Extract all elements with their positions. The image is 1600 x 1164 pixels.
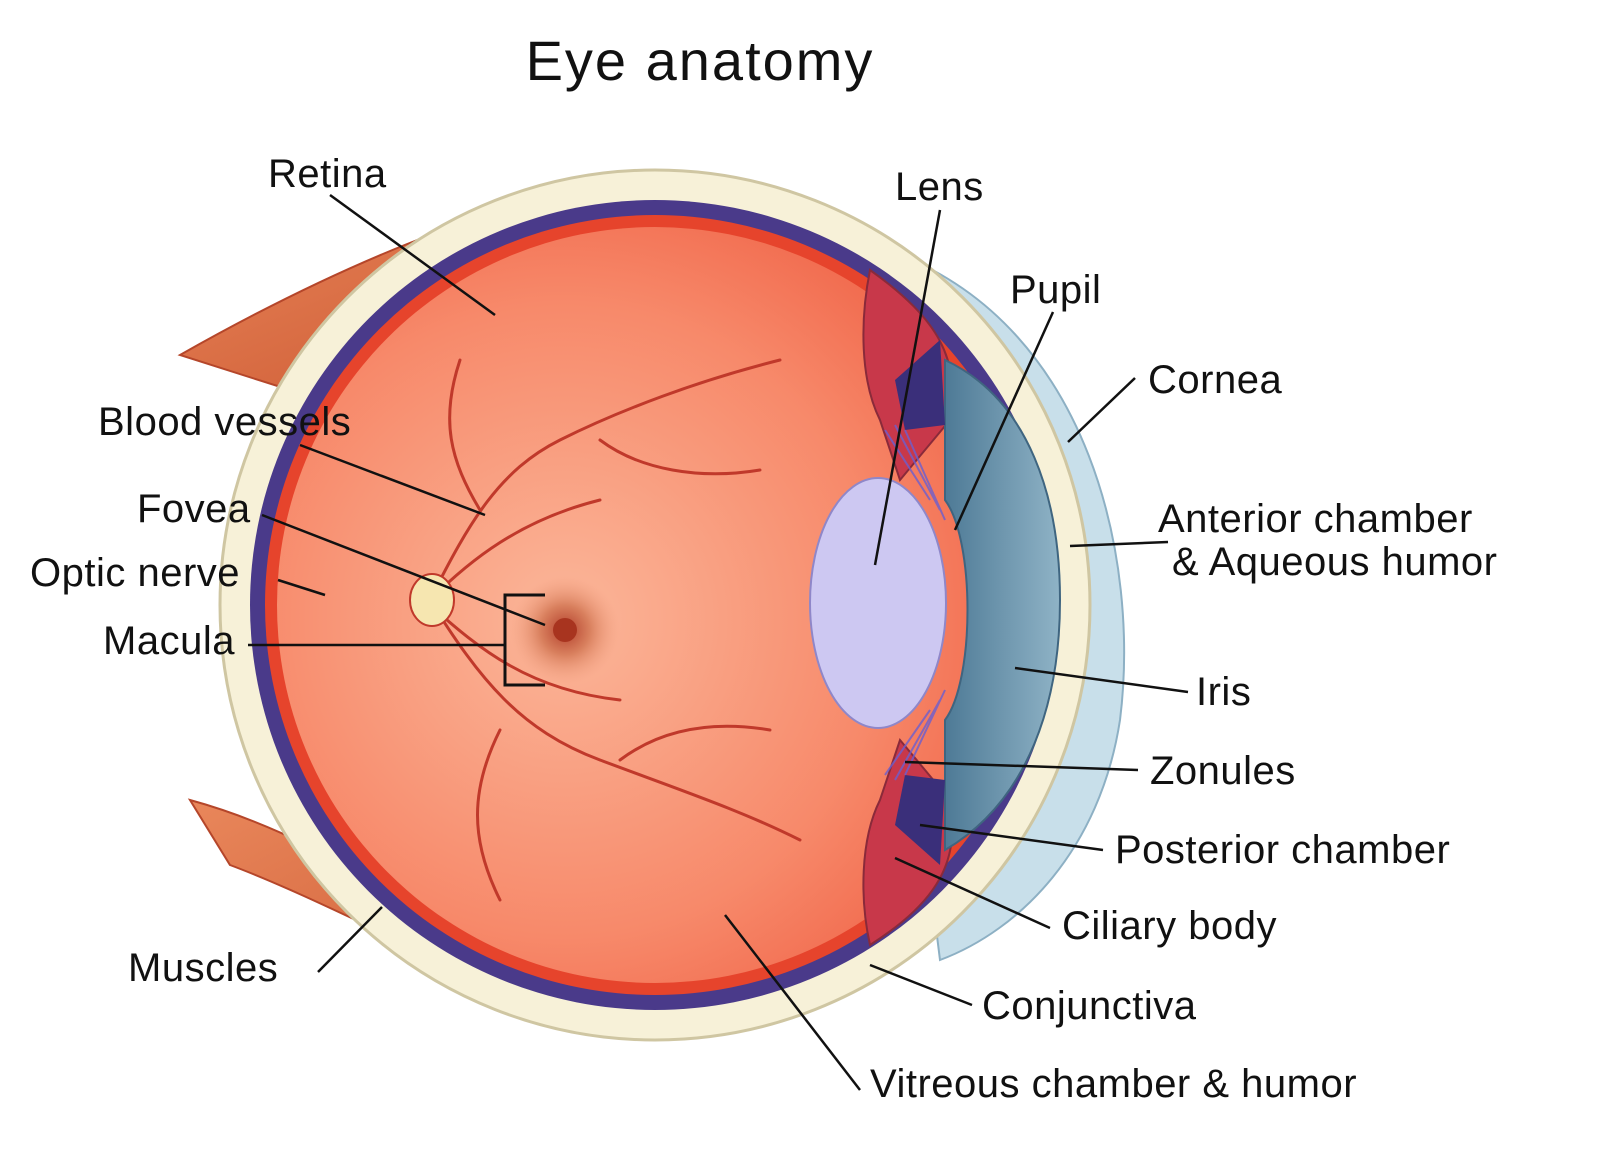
diagram-title: Eye anatomy xyxy=(0,28,1400,93)
label-macula: Macula xyxy=(103,619,235,663)
label-ciliary-body: Ciliary body xyxy=(1062,904,1277,948)
label-conjunctiva: Conjunctiva xyxy=(982,984,1197,1028)
label-vitreous: Vitreous chamber & humor xyxy=(870,1062,1357,1106)
label-fovea: Fovea xyxy=(137,487,251,531)
label-posterior-chamber: Posterior chamber xyxy=(1115,828,1450,872)
label-aqueous-humor: & Aqueous humor xyxy=(1172,540,1498,584)
label-cornea: Cornea xyxy=(1148,358,1282,402)
label-muscles: Muscles xyxy=(128,946,278,990)
label-zonules: Zonules xyxy=(1150,749,1296,793)
label-lens: Lens xyxy=(895,165,984,209)
lens-shape xyxy=(810,478,946,728)
label-iris: Iris xyxy=(1196,670,1251,714)
label-retina: Retina xyxy=(268,152,387,196)
fovea-spot xyxy=(553,618,577,642)
label-pupil: Pupil xyxy=(1010,268,1101,312)
label-optic-nerve: Optic nerve xyxy=(30,551,240,595)
label-anterior-chamber: Anterior chamber xyxy=(1158,497,1473,541)
label-blood-vessels: Blood vessels xyxy=(98,400,351,444)
